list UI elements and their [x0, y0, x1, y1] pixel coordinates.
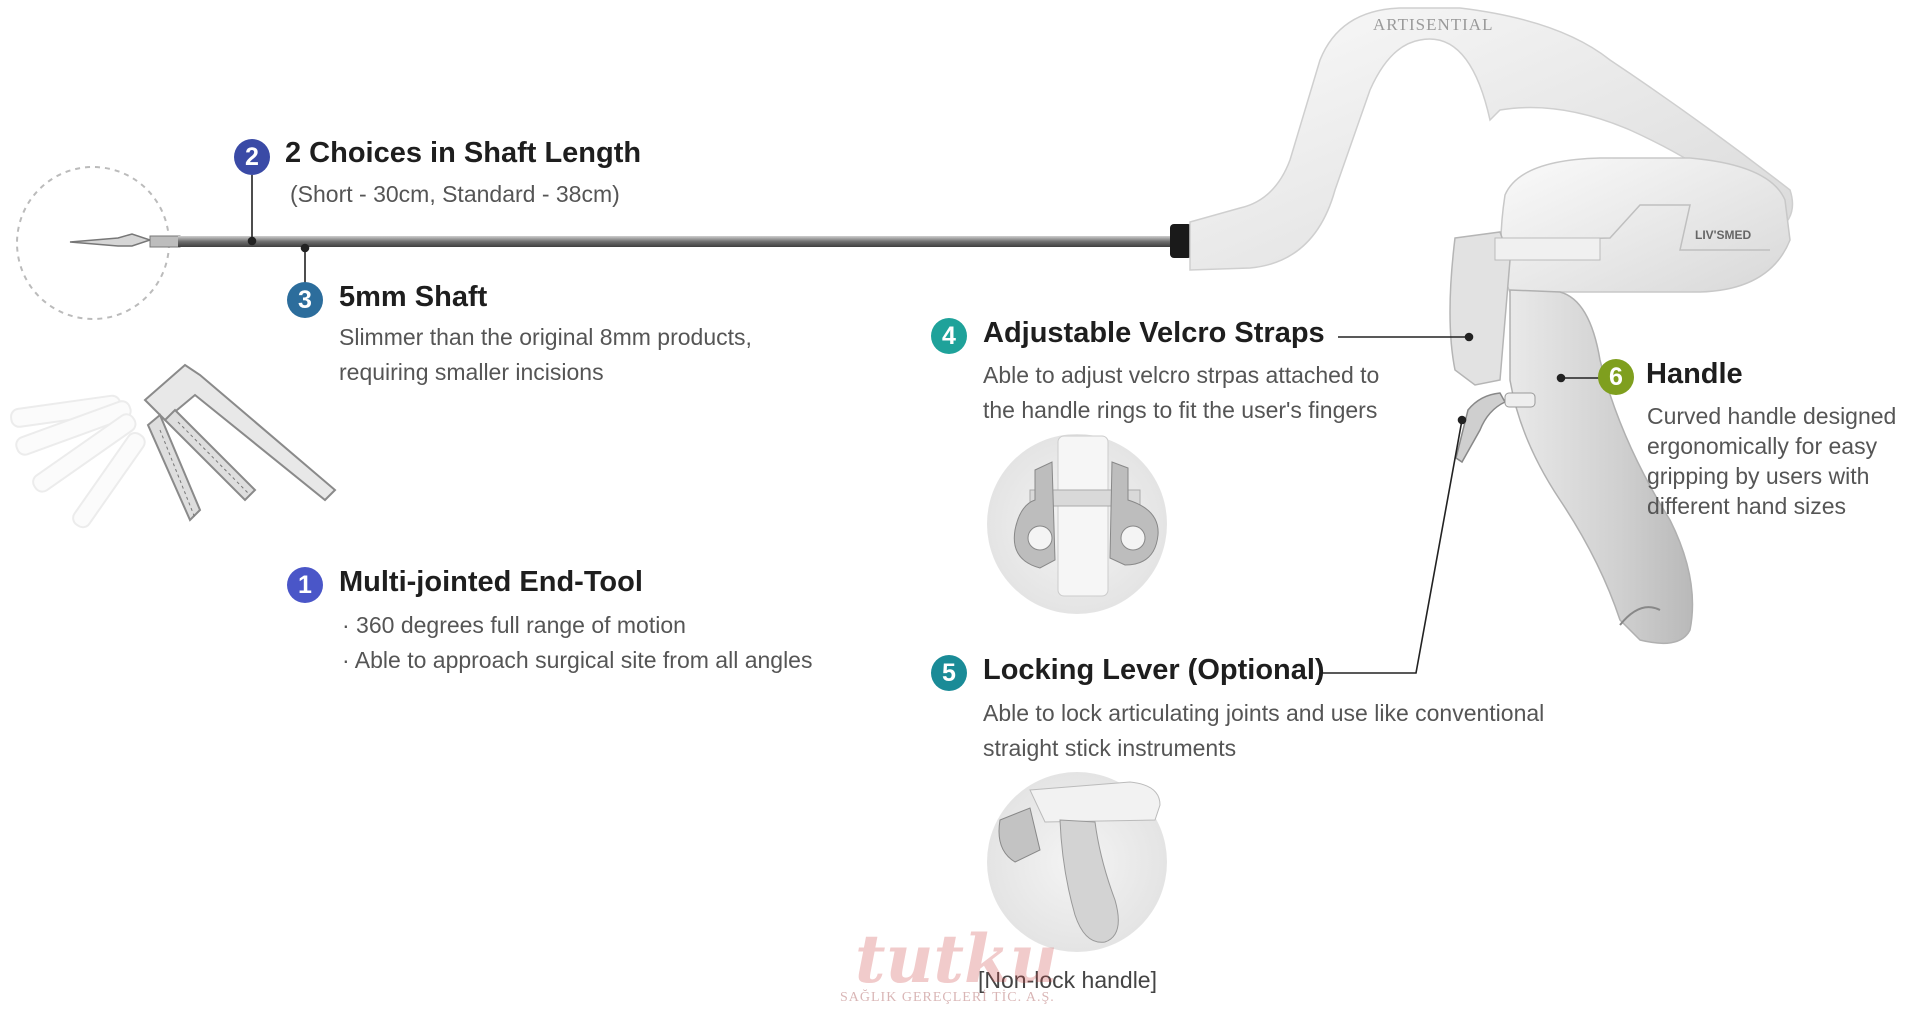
desc-line: Slimmer than the original 8mm products,: [339, 324, 752, 350]
shaft: [178, 236, 1180, 247]
callout-title-5mm-shaft: 5mm Shaft: [339, 281, 488, 313]
desc-line: Able to adjust velcro strpas attached to: [983, 362, 1380, 388]
watermark-subtitle: SAĞLIK GEREÇLERİ TİC. A.Ş.: [840, 990, 1055, 1005]
desc-line: ergonomically for easy: [1647, 433, 1878, 459]
desc-line: Curved handle designed: [1647, 403, 1897, 429]
callout-title-end-tool: Multi-jointed End-Tool: [339, 566, 643, 598]
handle-grip: [1509, 289, 1694, 645]
callout-bullets-end-tool: · 360 degrees full range of motion · Abl…: [342, 608, 812, 678]
callout-number-6: 6: [1598, 359, 1634, 395]
callout-number-2: 2: [234, 139, 270, 175]
callout-title-handle: Handle: [1646, 358, 1743, 390]
desc-line: the handle rings to fit the user's finge…: [983, 397, 1378, 423]
brand-artisential: ARTISENTIAL: [1373, 15, 1494, 34]
end-tool-tip: [69, 233, 153, 247]
locking-lever: [1455, 392, 1507, 464]
callout-sub-shaft-length: (Short - 30cm, Standard - 38cm): [290, 181, 620, 207]
velcro-strap: [1449, 231, 1511, 386]
callout-number-1: 1: [287, 567, 323, 603]
callout-title-shaft-length: 2 Choices in Shaft Length: [285, 137, 642, 169]
desc-line: gripping by users with: [1647, 463, 1870, 489]
caption-non-lock-handle: [Non-lock handle]: [978, 967, 1157, 993]
end-tool-jaws: [10, 363, 337, 529]
desc-line: different hand sizes: [1647, 493, 1847, 519]
bullet-item: · 360 degrees full range of motion: [342, 612, 686, 638]
callout-number-4: 4: [931, 318, 967, 354]
non-lock-inset: [987, 772, 1167, 952]
callout-desc-velcro-straps: Able to adjust velcro strpas attached to…: [983, 358, 1379, 428]
callout-desc-locking-lever: Able to lock articulating joints and use…: [983, 696, 1544, 766]
leader-lines: [247, 175, 1604, 674]
watermark-logo: tutku: [855, 920, 1058, 998]
brand-livsmed: LIV'SMED: [1695, 228, 1752, 242]
callout-desc-5mm-shaft: Slimmer than the original 8mm products, …: [339, 320, 752, 390]
callout-desc-handle: Curved handle designed ergonomically for…: [1647, 401, 1896, 521]
callout-title-velcro-straps: Adjustable Velcro Straps: [983, 317, 1325, 349]
velcro-inset: [987, 434, 1167, 614]
handle-head: [1500, 157, 1791, 293]
callout-number-5: 5: [931, 655, 967, 691]
callout-number-3: 3: [287, 282, 323, 318]
desc-line: straight stick instruments: [983, 735, 1237, 761]
desc-line: requiring smaller incisions: [339, 359, 604, 385]
callout-title-locking-lever: Locking Lever (Optional): [983, 654, 1325, 686]
bullet-item: · Able to approach surgical site from al…: [342, 647, 813, 673]
desc-line: Able to lock articulating joints and use…: [983, 700, 1545, 726]
